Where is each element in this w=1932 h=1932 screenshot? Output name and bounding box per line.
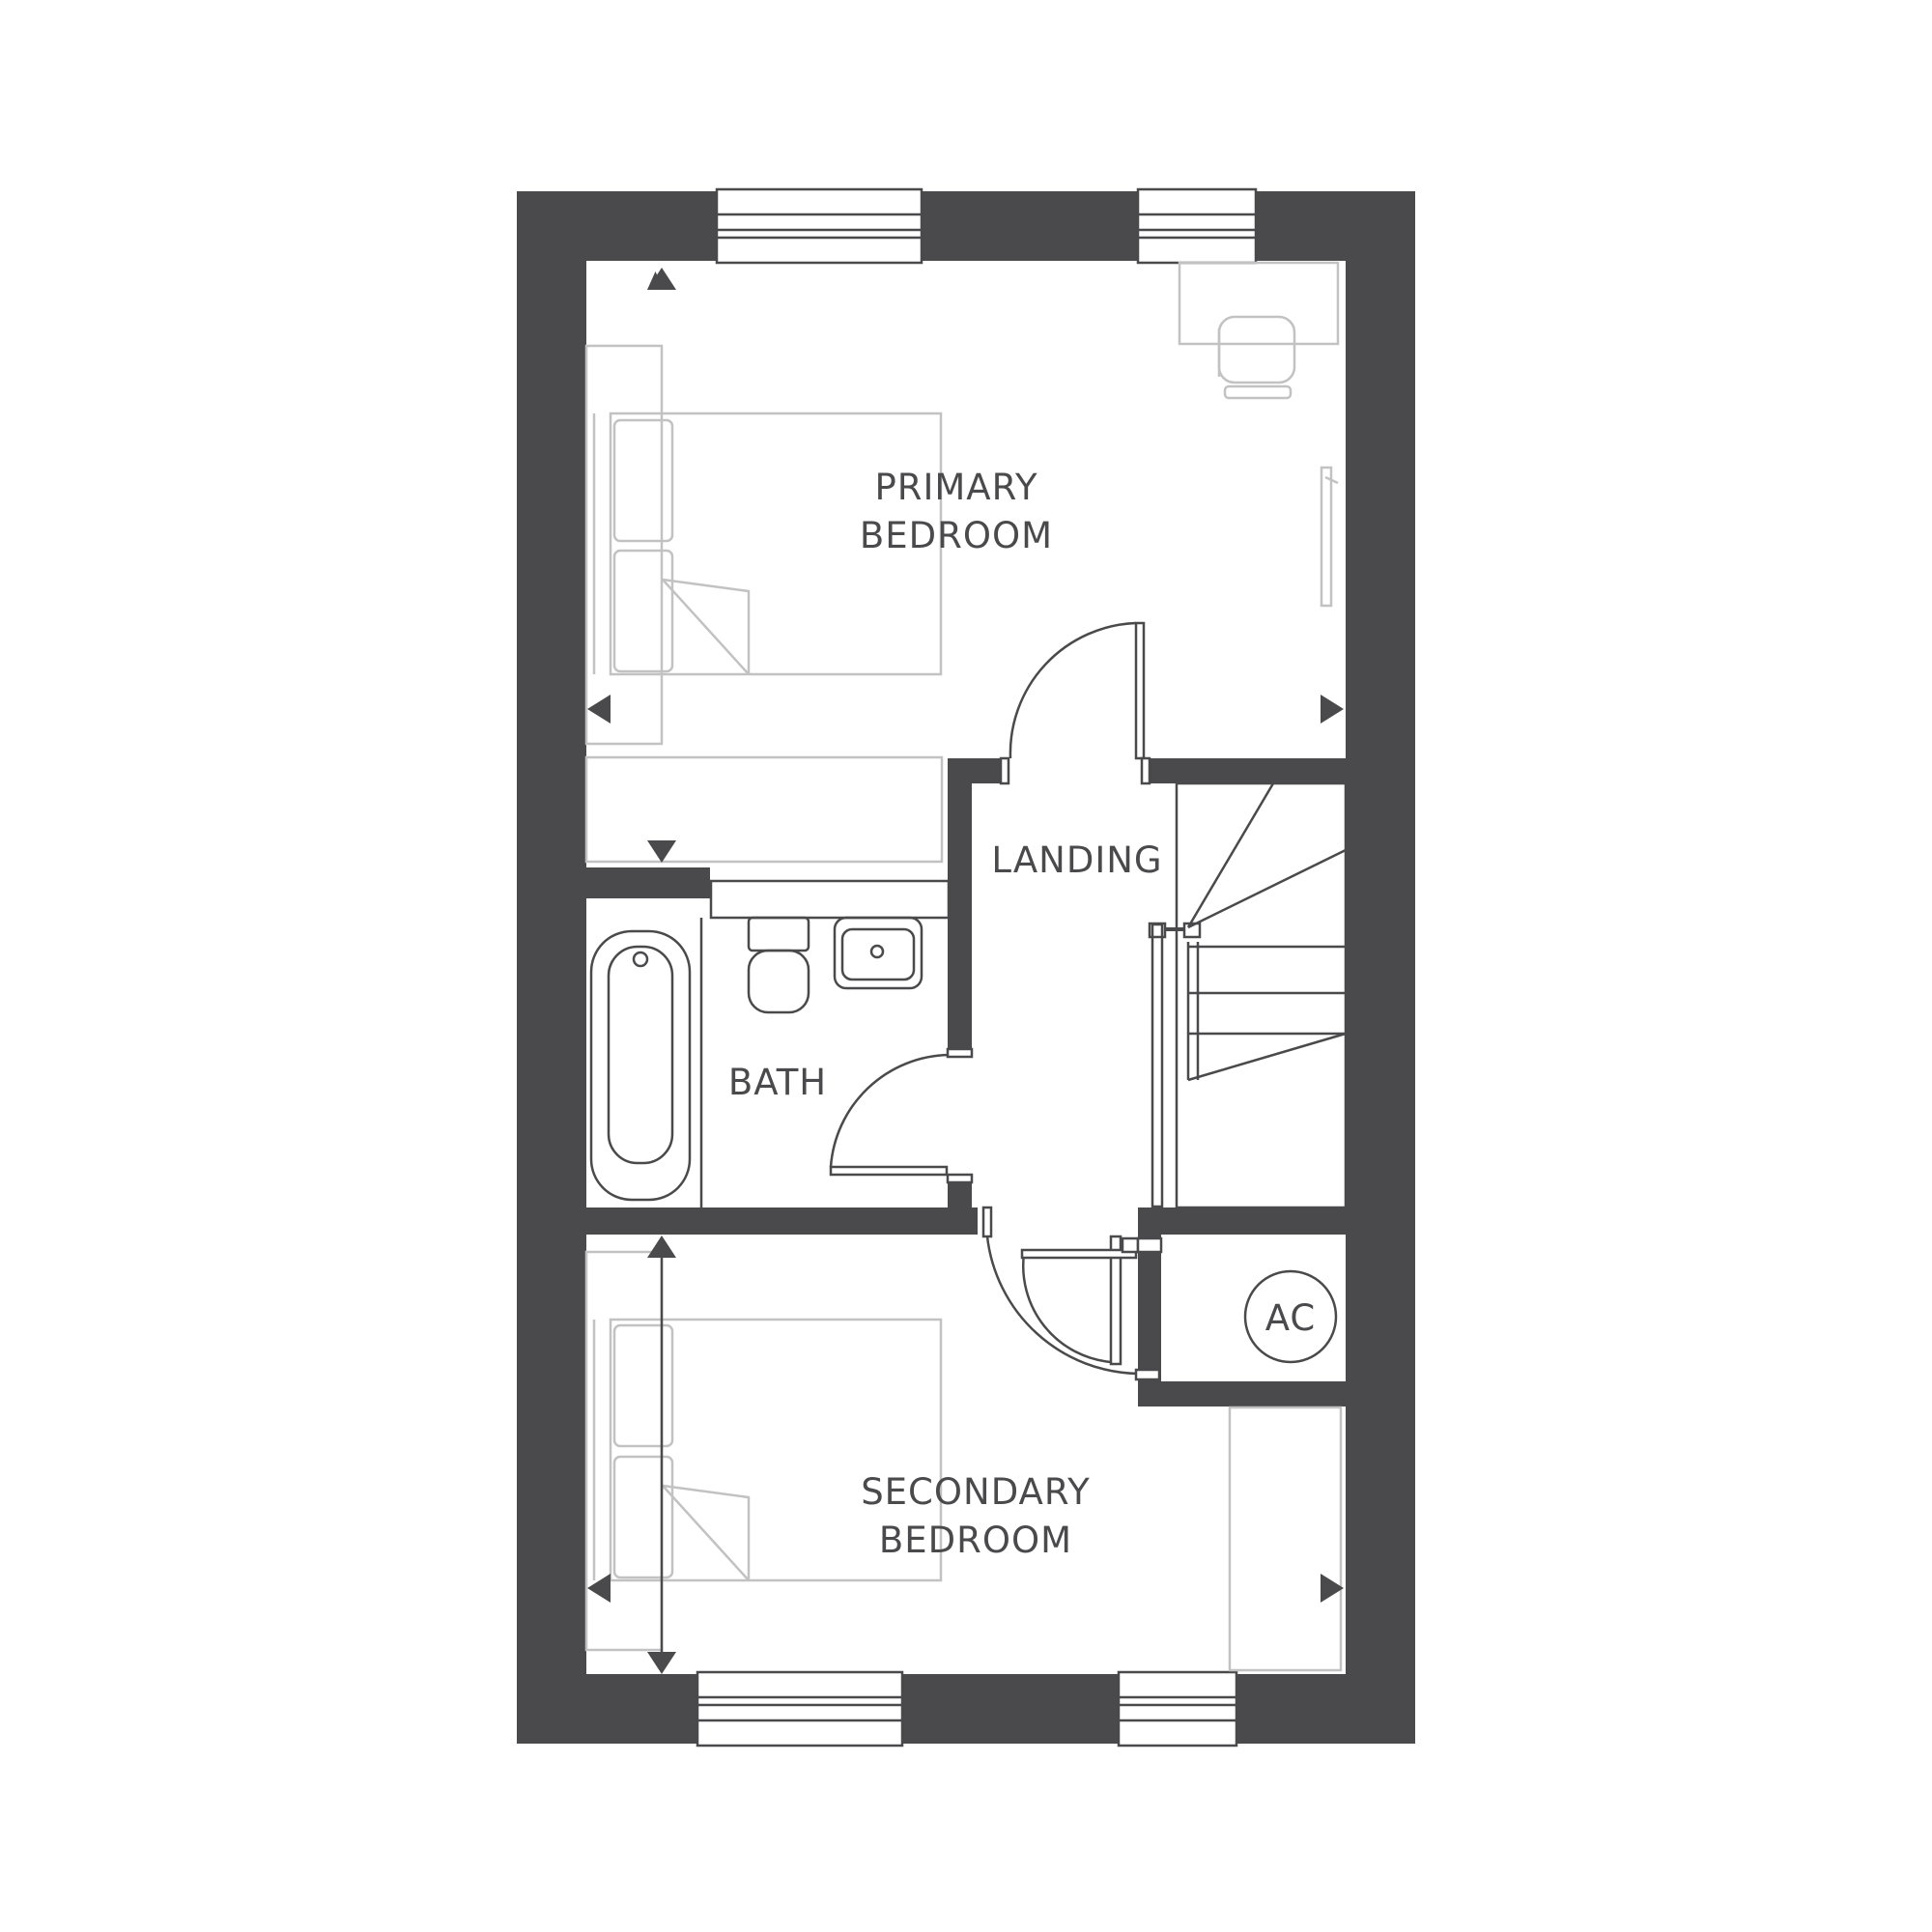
toilet-icon bbox=[747, 916, 810, 1014]
window-icon bbox=[1136, 187, 1258, 265]
outer-walls bbox=[517, 191, 1415, 1744]
door-swing-icon bbox=[829, 1047, 974, 1184]
wardrobe bbox=[584, 755, 944, 864]
primary-bedroom-label-line1: PRIMARY bbox=[874, 467, 1037, 508]
bath-label: BATH bbox=[728, 1062, 827, 1103]
window-icon bbox=[696, 1670, 904, 1747]
chair-icon bbox=[1217, 315, 1296, 400]
landing-label: LANDING bbox=[991, 839, 1162, 881]
bed-icon bbox=[584, 1250, 943, 1652]
staircase-icon bbox=[1148, 781, 1348, 1209]
desk-icon bbox=[1178, 261, 1340, 346]
interior-walls bbox=[586, 758, 1346, 1406]
sink-icon bbox=[833, 916, 923, 990]
wardrobe bbox=[1228, 1406, 1343, 1672]
window-icon bbox=[715, 187, 923, 265]
dimension-arrow-icon bbox=[587, 268, 1344, 863]
dimension-arrow-icon bbox=[587, 1236, 1344, 1674]
secondary-bedroom-label-line1: SECONDARY bbox=[861, 1471, 1091, 1513]
radiator bbox=[1320, 466, 1339, 608]
door-swing-icon bbox=[981, 1206, 1163, 1381]
bed-icon bbox=[584, 344, 943, 746]
bath-fixtures bbox=[589, 879, 951, 1208]
bath-tub-icon bbox=[589, 929, 692, 1202]
secondary-bedroom-label-line2: BEDROOM bbox=[879, 1520, 1072, 1561]
primary-bedroom-label-line2: BEDROOM bbox=[860, 515, 1053, 556]
door-swing-icon bbox=[999, 621, 1151, 785]
ac-unit-icon bbox=[1243, 1269, 1338, 1364]
window-icon bbox=[1117, 1670, 1238, 1747]
ac-label: AC bbox=[1265, 1297, 1317, 1339]
